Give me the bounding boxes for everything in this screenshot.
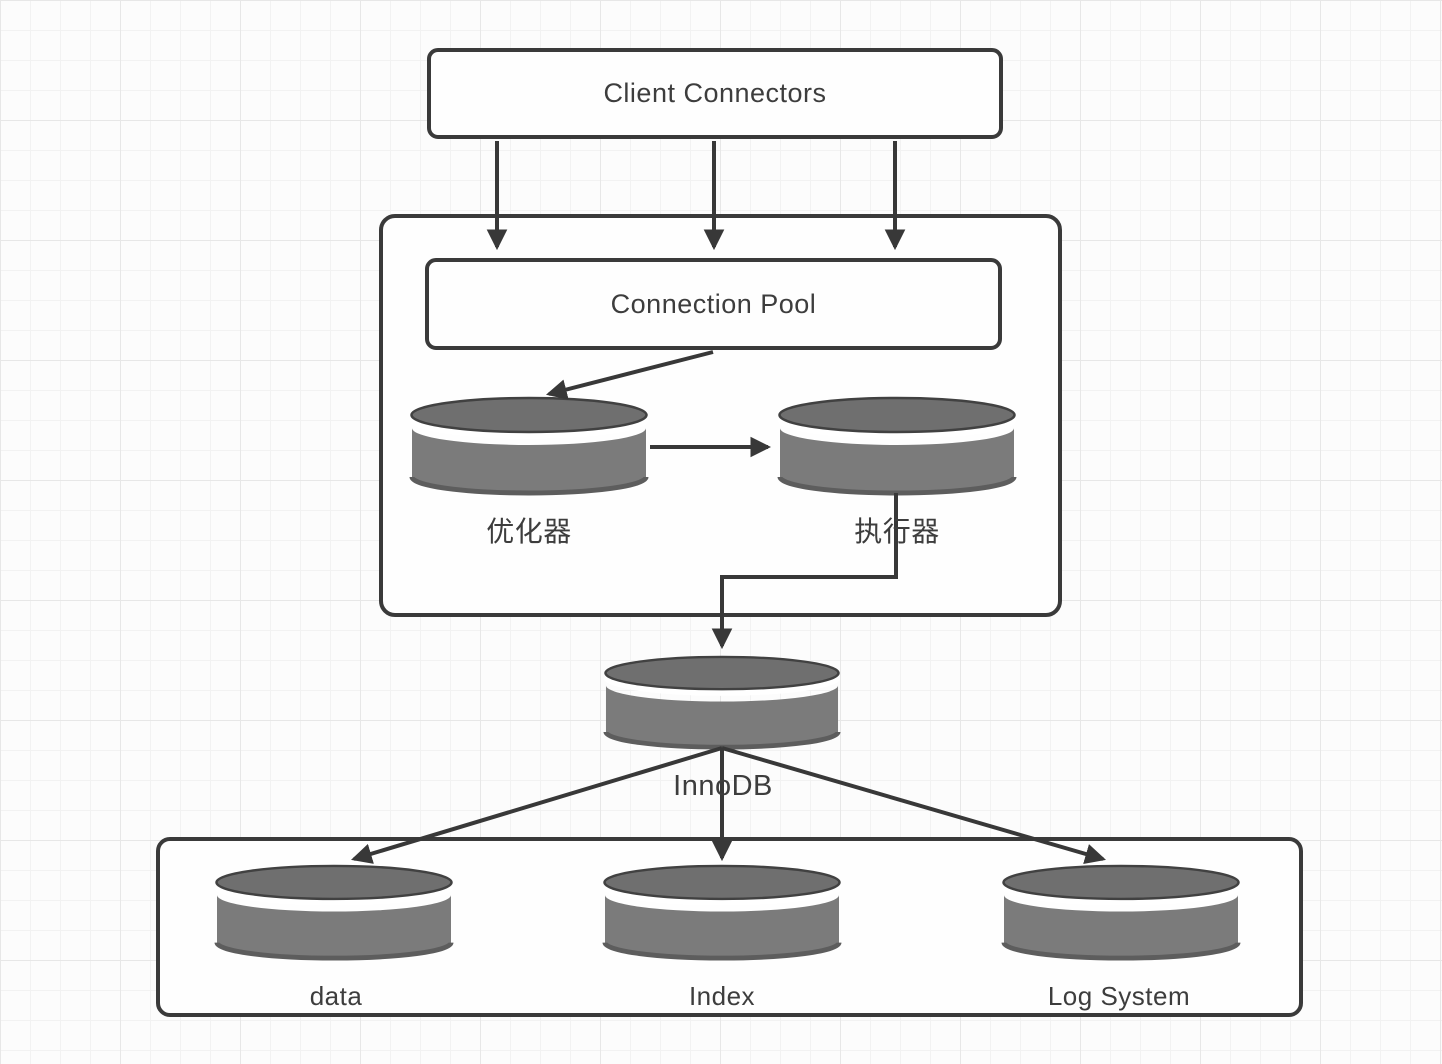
connection-pool-label: Connection Pool: [610, 288, 817, 319]
executor-cylinder: [777, 396, 1017, 496]
database-cylinder-icon: [409, 396, 649, 496]
optimizer-cylinder: [409, 396, 649, 496]
database-cylinder-icon: [603, 655, 841, 750]
innodb-label: InnoDB: [673, 770, 773, 802]
client-connectors-label: Client Connectors: [603, 78, 827, 108]
log-system-label: Log System: [1047, 981, 1191, 1011]
node-connection-pool: Connection Pool: [425, 258, 1002, 350]
node-client-connectors: Client Connectors: [427, 48, 1003, 139]
log-system-cylinder: [1001, 864, 1241, 961]
index-cylinder: [602, 864, 842, 961]
optimizer-label: 优化器: [486, 516, 572, 547]
data-cylinder: [214, 864, 454, 961]
innodb-cylinder: [603, 655, 841, 750]
database-cylinder-icon: [214, 864, 454, 961]
database-cylinder-icon: [777, 396, 1017, 496]
data-label: data: [309, 981, 363, 1011]
database-cylinder-icon: [602, 864, 842, 961]
index-label: Index: [688, 981, 756, 1011]
database-cylinder-icon: [1001, 864, 1241, 961]
executor-label: 执行器: [854, 516, 940, 547]
